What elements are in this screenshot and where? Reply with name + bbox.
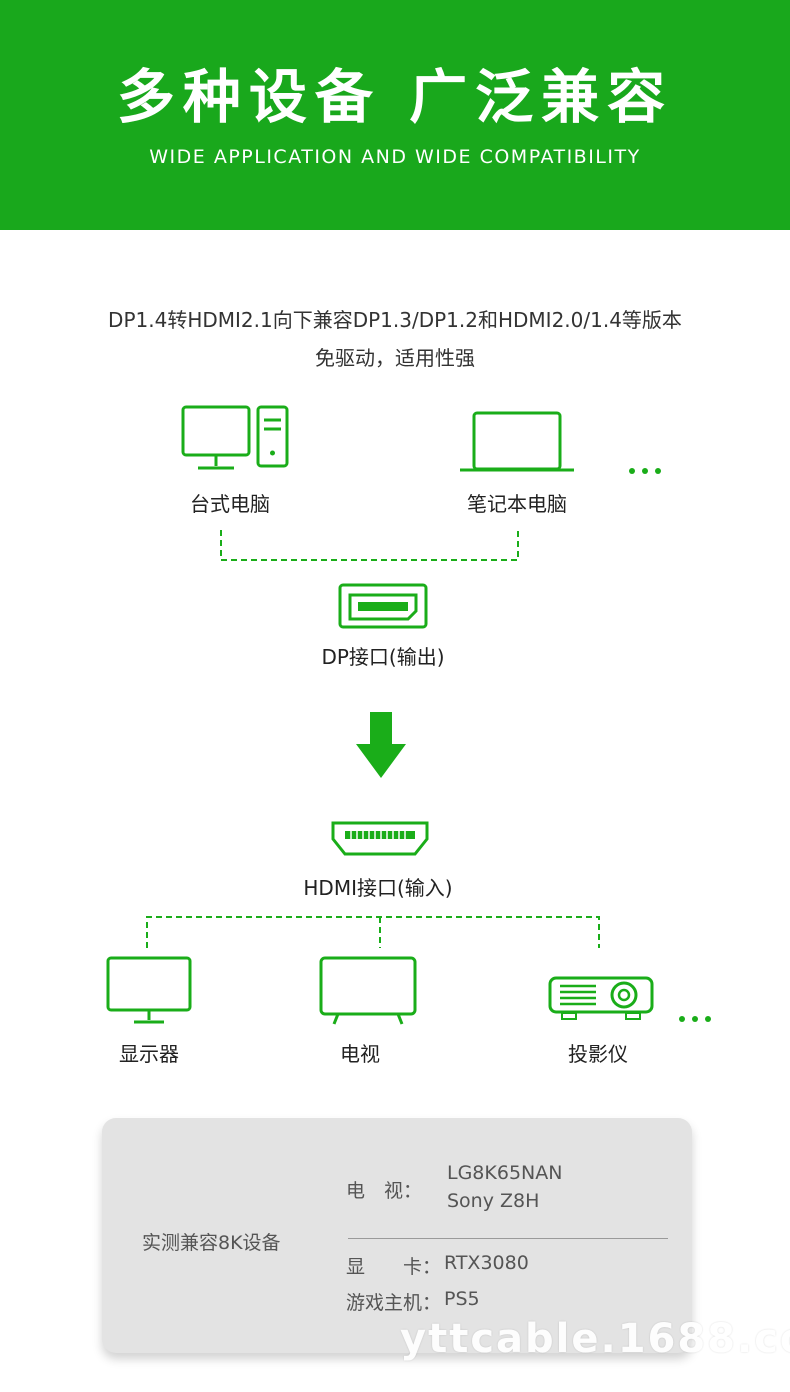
projector-label: 投影仪	[568, 1042, 628, 1066]
tv-spec-value-2: Sony Z8H	[447, 1190, 540, 1212]
monitor-icon	[106, 956, 192, 1024]
description-line-1: DP1.4转HDMI2.1向下兼容DP1.3/DP1.2和HDMI2.0/1.4…	[108, 308, 682, 332]
more-sources-icon	[629, 468, 661, 474]
desktop-computer-icon	[181, 405, 289, 470]
compatibility-card	[102, 1118, 692, 1353]
console-spec-value: PS5	[444, 1288, 480, 1310]
tv-spec-key: 电 视：	[346, 1180, 423, 1202]
monitor-label: 显示器	[119, 1042, 179, 1066]
gpu-spec-value: RTX3080	[444, 1252, 529, 1274]
source-connector-lines	[220, 530, 519, 561]
hdmi-port-icon	[331, 821, 429, 856]
desktop-label: 台式电脑	[190, 492, 270, 516]
laptop-label: 笔记本电脑	[467, 492, 567, 516]
banner-subtitle: WIDE APPLICATION AND WIDE COMPATIBILITY	[149, 146, 641, 168]
watermark: yttcable.1688.co	[400, 1316, 790, 1362]
tv-label: 电视	[340, 1042, 380, 1066]
gpu-spec-key: 显 卡：	[346, 1256, 442, 1278]
header-banner	[0, 0, 790, 230]
laptop-icon	[460, 411, 574, 472]
arrow-down-icon	[356, 712, 406, 778]
displayport-icon	[338, 583, 428, 629]
console-spec-key: 游戏主机：	[346, 1292, 442, 1314]
spec-divider	[348, 1238, 668, 1239]
tv-spec-value-1: LG8K65NAN	[447, 1162, 563, 1184]
projector-icon	[548, 976, 654, 1020]
target-connector-lines	[146, 916, 600, 948]
tv-icon	[319, 956, 417, 1025]
description-line-2: 免驱动，适用性强	[315, 346, 475, 370]
compatibility-heading: 实测兼容8K设备	[142, 1232, 281, 1254]
banner-title: 多种设备 广泛兼容	[116, 63, 674, 131]
dp-port-label: DP接口(输出)	[321, 645, 445, 669]
more-targets-icon	[679, 1016, 711, 1022]
hdmi-port-label: HDMI接口(输入)	[303, 876, 453, 900]
